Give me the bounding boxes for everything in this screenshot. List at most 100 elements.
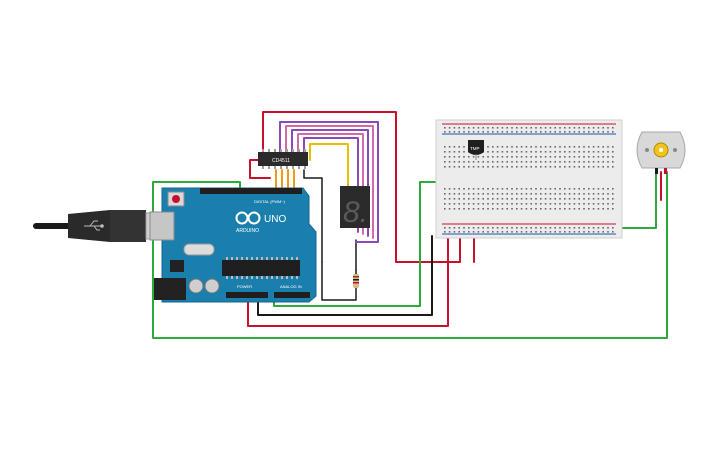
breadboard-hole[interactable] <box>583 227 585 229</box>
breadboard-hole[interactable] <box>592 208 595 210</box>
breadboard-hole[interactable] <box>525 227 528 229</box>
breadboard-hole[interactable] <box>544 131 547 133</box>
breadboard-hole[interactable] <box>468 208 470 210</box>
wire-resistor[interactable] <box>321 261 357 301</box>
breadboard-hole[interactable] <box>506 151 508 153</box>
breadboard-hole[interactable] <box>444 161 446 163</box>
arduino-uno-board[interactable]: ARDUINO UNO DIGITAL (PWM~) POWER ANALOG … <box>149 187 317 303</box>
breadboard-hole[interactable] <box>482 188 484 190</box>
breadboard-hole[interactable] <box>588 198 590 200</box>
breadboard-hole[interactable] <box>607 131 609 133</box>
breadboard-hole[interactable] <box>564 198 566 200</box>
breadboard-hole[interactable] <box>540 208 542 210</box>
breadboard[interactable] <box>435 119 623 239</box>
breadboard-hole[interactable] <box>583 188 585 190</box>
wire-green-rail[interactable] <box>611 171 657 229</box>
breadboard-hole[interactable] <box>592 203 595 205</box>
breadboard-hole[interactable] <box>592 193 595 195</box>
breadboard-hole[interactable] <box>554 161 556 163</box>
breadboard-hole[interactable] <box>549 127 552 129</box>
breadboard-hole[interactable] <box>463 161 465 163</box>
breadboard-hole[interactable] <box>444 208 446 210</box>
breadboard-hole[interactable] <box>511 198 513 200</box>
breadboard-hole[interactable] <box>487 151 489 153</box>
breadboard-hole[interactable] <box>477 166 480 168</box>
breadboard-hole[interactable] <box>487 161 489 163</box>
breadboard-hole[interactable] <box>554 231 556 233</box>
breadboard-hole[interactable] <box>583 127 585 129</box>
breadboard-hole[interactable] <box>525 146 528 148</box>
breadboard-hole[interactable] <box>588 151 590 153</box>
breadboard-hole[interactable] <box>588 127 590 129</box>
breadboard-hole[interactable] <box>583 166 585 168</box>
breadboard-hole[interactable] <box>453 151 456 153</box>
breadboard-hole[interactable] <box>453 198 456 200</box>
breadboard-hole[interactable] <box>554 166 556 168</box>
breadboard-hole[interactable] <box>458 166 460 168</box>
breadboard-hole[interactable] <box>468 127 470 129</box>
breadboard-hole[interactable] <box>549 156 552 158</box>
breadboard-hole[interactable] <box>607 127 609 129</box>
breadboard-hole[interactable] <box>559 208 561 210</box>
breadboard-hole[interactable] <box>612 146 614 148</box>
breadboard-hole[interactable] <box>472 188 475 190</box>
breadboard-hole[interactable] <box>487 193 489 195</box>
power-header[interactable] <box>226 292 268 298</box>
breadboard-hole[interactable] <box>501 161 504 163</box>
breadboard-hole[interactable] <box>501 146 504 148</box>
breadboard-hole[interactable] <box>530 166 532 168</box>
breadboard-hole[interactable] <box>588 231 590 233</box>
breadboard-hole[interactable] <box>501 131 504 133</box>
breadboard-hole[interactable] <box>511 231 513 233</box>
breadboard-hole[interactable] <box>568 161 571 163</box>
breadboard-hole[interactable] <box>496 231 499 233</box>
breadboard-hole[interactable] <box>482 208 484 210</box>
breadboard-hole[interactable] <box>554 127 556 129</box>
breadboard-hole[interactable] <box>530 131 532 133</box>
breadboard-hole[interactable] <box>607 151 609 153</box>
breadboard-hole[interactable] <box>516 188 518 190</box>
breadboard-hole[interactable] <box>588 166 590 168</box>
breadboard-hole[interactable] <box>468 231 470 233</box>
breadboard-hole[interactable] <box>535 166 537 168</box>
breadboard-hole[interactable] <box>482 131 484 133</box>
breadboard-hole[interactable] <box>578 227 580 229</box>
breadboard-hole[interactable] <box>568 198 571 200</box>
breadboard-hole[interactable] <box>588 193 590 195</box>
breadboard-hole[interactable] <box>458 146 460 148</box>
breadboard-hole[interactable] <box>535 227 537 229</box>
breadboard-hole[interactable] <box>597 193 600 195</box>
breadboard-hole[interactable] <box>453 127 456 129</box>
breadboard-hole[interactable] <box>597 208 600 210</box>
breadboard-hole[interactable] <box>472 166 475 168</box>
breadboard-hole[interactable] <box>453 193 456 195</box>
breadboard-hole[interactable] <box>573 151 576 153</box>
breadboard-hole[interactable] <box>511 146 513 148</box>
breadboard-hole[interactable] <box>544 146 547 148</box>
breadboard-hole[interactable] <box>573 208 576 210</box>
breadboard-hole[interactable] <box>520 203 523 205</box>
breadboard-hole[interactable] <box>597 166 600 168</box>
breadboard-hole[interactable] <box>588 161 590 163</box>
breadboard-hole[interactable] <box>612 127 614 129</box>
wire-purple-1[interactable] <box>279 121 379 243</box>
breadboard-hole[interactable] <box>564 231 566 233</box>
breadboard-hole[interactable] <box>525 231 528 233</box>
breadboard-hole[interactable] <box>492 198 494 200</box>
breadboard-hole[interactable] <box>511 151 513 153</box>
breadboard-hole[interactable] <box>511 131 513 133</box>
breadboard-hole[interactable] <box>492 127 494 129</box>
breadboard-hole[interactable] <box>506 161 508 163</box>
breadboard-hole[interactable] <box>506 127 508 129</box>
breadboard-hole[interactable] <box>559 231 561 233</box>
breadboard-hole[interactable] <box>573 156 576 158</box>
breadboard-hole[interactable] <box>568 146 571 148</box>
breadboard-hole[interactable] <box>597 227 600 229</box>
breadboard-hole[interactable] <box>482 156 484 158</box>
breadboard-hole[interactable] <box>597 203 600 205</box>
breadboard-hole[interactable] <box>511 127 513 129</box>
breadboard-hole[interactable] <box>612 161 614 163</box>
breadboard-hole[interactable] <box>607 203 609 205</box>
breadboard-hole[interactable] <box>468 203 470 205</box>
breadboard-hole[interactable] <box>607 161 609 163</box>
